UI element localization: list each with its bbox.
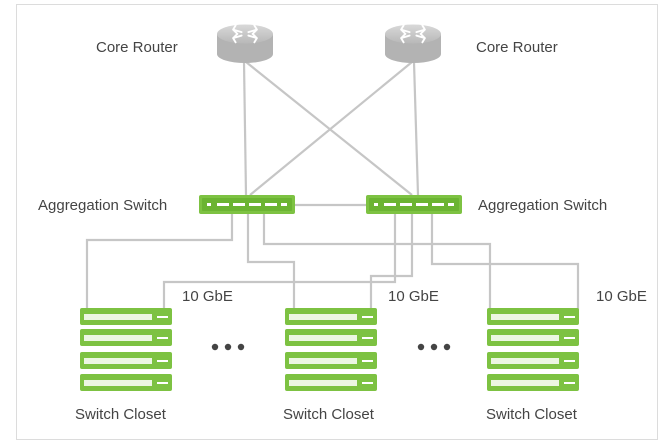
- link-speed-label-1: 10 GbE: [182, 288, 233, 305]
- ellipsis-left: [211, 343, 245, 351]
- link-speed-label-2: 10 GbE: [388, 288, 439, 305]
- connection-lines: [85, 61, 580, 310]
- link-speed-label-3: 10 GbE: [596, 288, 647, 305]
- core-router-right-label: Core Router: [476, 39, 558, 56]
- aggregation-switch-left: [199, 195, 295, 214]
- aggregation-switch-right-label: Aggregation Switch: [478, 197, 607, 214]
- switch-closet-1-label: Switch Closet: [75, 406, 167, 423]
- core-router-right: [385, 24, 441, 63]
- aggregation-switch-right: [366, 195, 462, 214]
- ellipsis-right: [417, 343, 451, 351]
- core-router-left-label: Core Router: [96, 39, 178, 56]
- aggregation-switch-left-label: Aggregation Switch: [38, 197, 167, 214]
- core-router-left: [217, 24, 273, 63]
- switch-closet-2: [285, 308, 377, 391]
- switch-closet-1: [80, 308, 172, 391]
- switch-closet-3: [487, 308, 579, 391]
- switch-closet-2-label: Switch Closet: [283, 406, 375, 423]
- diagram-frame: [16, 4, 658, 440]
- switch-closet-3-label: Switch Closet: [486, 406, 578, 423]
